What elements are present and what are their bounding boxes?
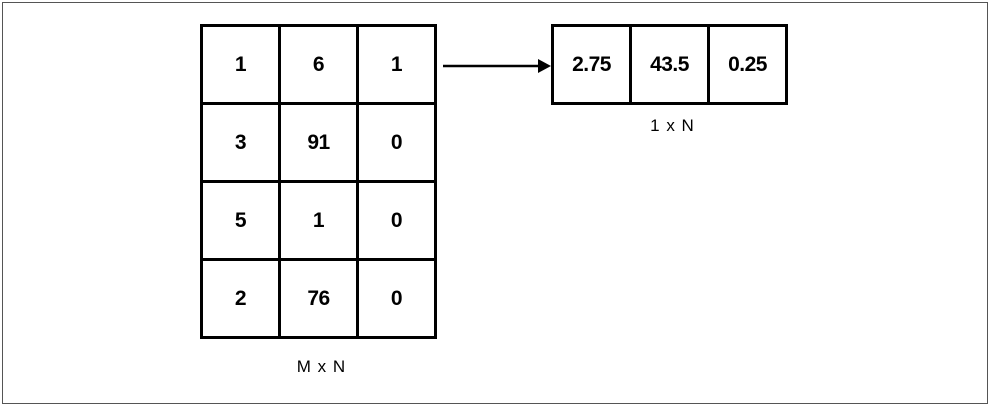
matrix-cell: 5	[203, 183, 281, 261]
arrow-head-icon	[538, 59, 551, 73]
matrix-cell: 1	[359, 27, 437, 105]
matrix-cell: 0.25	[710, 27, 788, 105]
arrow-connector	[443, 59, 551, 73]
matrix-cell: 43.5	[632, 27, 710, 105]
matrix-cell: 2	[203, 261, 281, 339]
matrix-cell: 76	[281, 261, 359, 339]
matrix-cell: 6	[281, 27, 359, 105]
matrix-cell: 0	[359, 105, 437, 183]
1xn-matrix-label: 1 x N	[650, 116, 695, 135]
mxn-matrix: 1 6 1 3 91 0 5 1 0 2 76 0	[200, 24, 437, 339]
matrix-cell: 1	[281, 183, 359, 261]
matrix-cell: 91	[281, 105, 359, 183]
matrix-cell: 3	[203, 105, 281, 183]
matrix-cell: 0	[359, 183, 437, 261]
matrix-cell: 2.75	[554, 27, 632, 105]
1xn-matrix: 2.75 43.5 0.25	[551, 24, 788, 105]
diagram-frame: 1 6 1 3 91 0 5 1 0 2 76 0 M x N 2.75 43.…	[2, 2, 988, 404]
mxn-matrix-label: M x N	[296, 357, 347, 376]
matrix-cell: 1	[203, 27, 281, 105]
matrix-cell: 0	[359, 261, 437, 339]
